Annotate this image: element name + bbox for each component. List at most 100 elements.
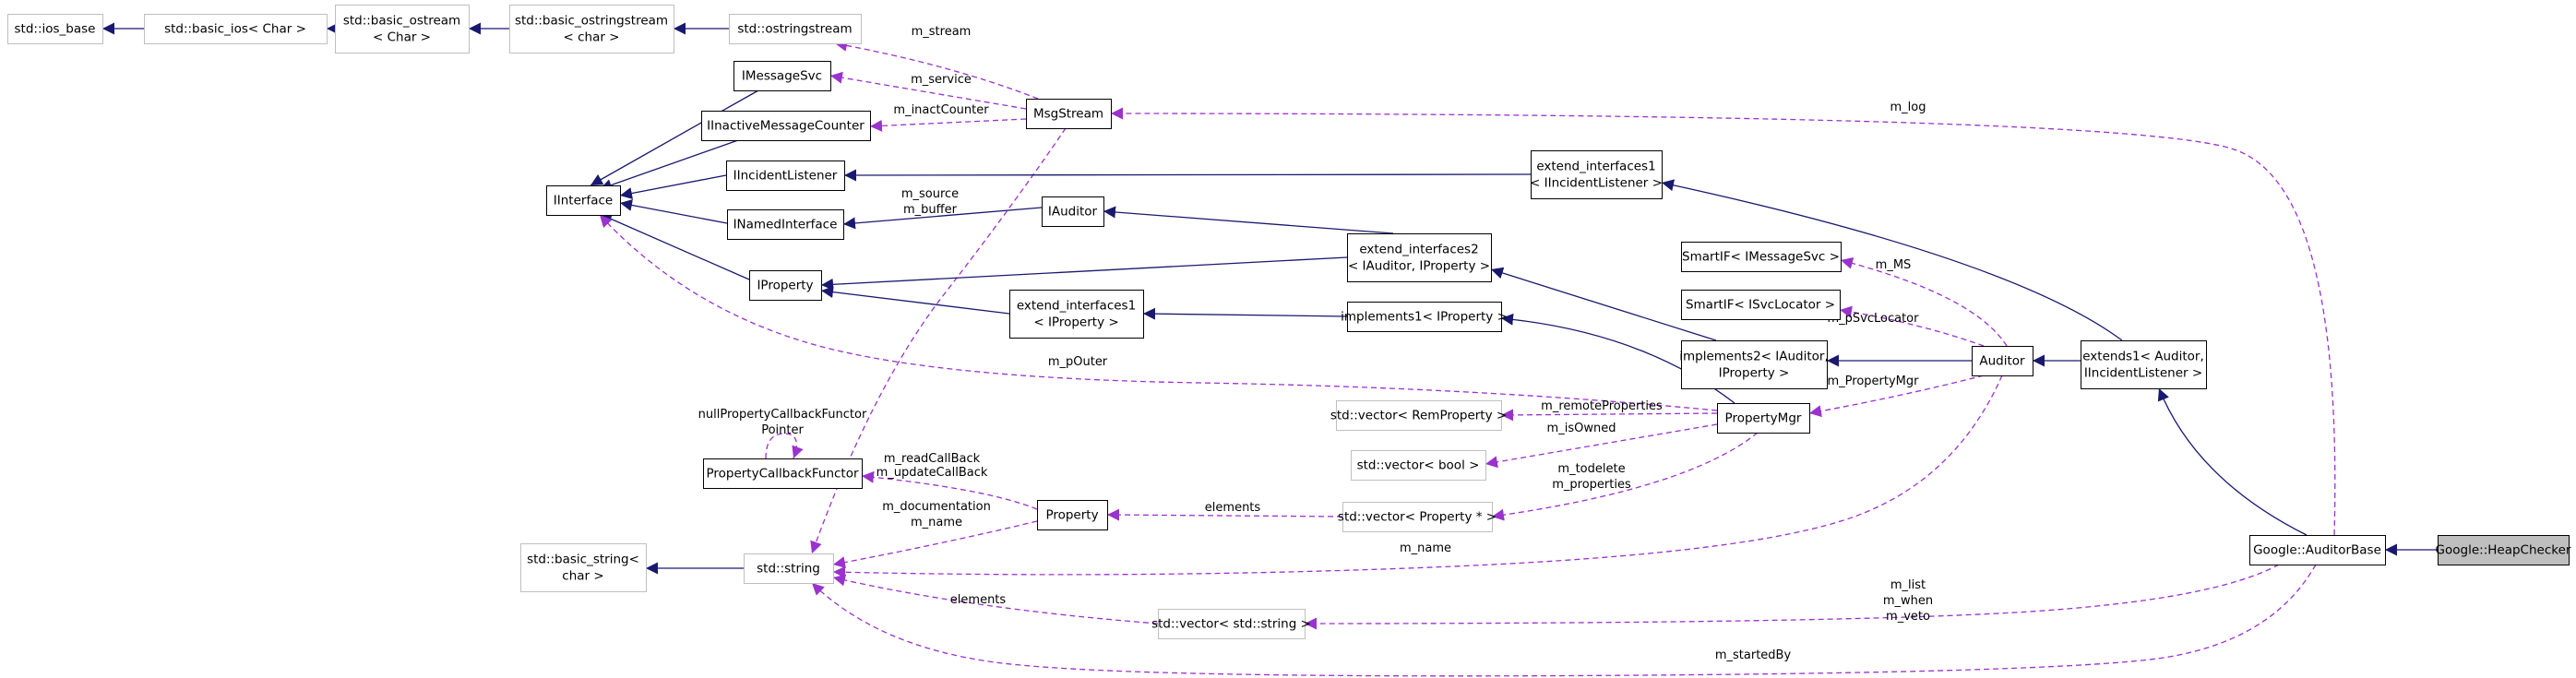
usage-edge-Auditor-to-PropertyMgr [1808, 375, 1985, 418]
class-node-vec_propptr[interactable]: std::vector< Property * > [1338, 502, 1497, 532]
inheritance-edge-AuditorBase-to-extends1 [2157, 387, 2308, 536]
class-box [2081, 340, 2207, 389]
class-node-IProperty[interactable]: IProperty [749, 270, 822, 301]
class-node-ios_base[interactable]: std::ios_base [7, 14, 103, 44]
class-node-PropertyMgr[interactable]: PropertyMgr [1717, 403, 1810, 434]
class-box [1717, 403, 1810, 434]
class-node-vec_bool[interactable]: std::vector< bool > [1351, 450, 1486, 481]
class-box [744, 553, 834, 584]
inheritance-edge-INamedInterface-to-IInterface [619, 199, 728, 224]
class-node-Auditor[interactable]: Auditor [1972, 346, 2033, 376]
class-node-IAuditor[interactable]: IAuditor [1042, 196, 1104, 227]
class-box [509, 5, 674, 54]
class-box [1351, 450, 1486, 481]
edge-label: m_MS [1876, 258, 1912, 272]
class-name: std::vector< bool > [1357, 458, 1480, 473]
class-name: PropertyCallbackFunctor [706, 467, 859, 482]
class-node-smartif_svcloc[interactable]: SmartIF< ISvcLocator > [1681, 290, 1841, 320]
class-name: MsgStream [1033, 107, 1103, 122]
class-node-ostringstream[interactable]: std::ostringstream [729, 14, 862, 44]
class-name: IIncidentListener [733, 169, 838, 184]
usage-edge-Property-to-PropertyCallbackFunctor [861, 470, 1038, 510]
class-name: IAuditor [1048, 205, 1098, 220]
edge-labels-layer: m_streamm_servicem_inactCounterm_sourcem… [698, 25, 1933, 662]
class-node-smartif_msgsvc[interactable]: SmartIF< IMessageSvc > [1681, 242, 1842, 272]
usage-edge-PropertyCallbackFunctor-to-PropertyCallbackFunctor [765, 433, 804, 459]
class-name: Auditor [1979, 354, 2025, 369]
class-box [726, 161, 845, 191]
class-name: < IIncidentListener > [1530, 176, 1663, 191]
class-node-IMessageSvc[interactable]: IMessageSvc [733, 61, 831, 91]
class-box [2438, 535, 2570, 565]
class-name: std::vector< RemProperty > [1330, 409, 1507, 423]
edge-label: m_veto [1886, 610, 1930, 624]
class-node-basic_ostream[interactable]: std::basic_ostream< Char > [335, 5, 470, 54]
class-name: extend_interfaces2 [1359, 243, 1478, 257]
class-box [1972, 346, 2033, 376]
class-node-IIncidentListener[interactable]: IIncidentListener [726, 161, 845, 191]
usage-edge-AuditorBase-to-string [811, 564, 2317, 677]
class-box [1681, 290, 1841, 320]
edge-label: m_remoteProperties [1541, 399, 1663, 413]
class-node-extends1[interactable]: extends1< Auditor,IIncidentListener > [2081, 340, 2207, 389]
class-name: < IProperty > [1033, 315, 1118, 330]
class-node-IInactiveMessageCounter[interactable]: IInactiveMessageCounter [701, 111, 871, 141]
class-name: IInterface [554, 194, 613, 208]
edge-label: m_list [1890, 578, 1926, 592]
usage-edge-Auditor-to-smartif_msgsvc [1840, 257, 2008, 347]
class-node-basic_ios[interactable]: std::basic_ios< Char > [144, 14, 328, 44]
class-box [7, 14, 103, 44]
class-box [144, 14, 328, 44]
class-node-impl1_prop[interactable]: implements1< IProperty > [1341, 302, 1508, 332]
class-box [335, 5, 470, 54]
class-box [1531, 150, 1663, 199]
inheritance-edge-IMessageSvc-to-IInterface [590, 89, 759, 186]
class-node-impl2[interactable]: implements2< IAuditor,IProperty > [1679, 340, 1829, 389]
inheritance-edge-IInactiveMessageCounter-to-IInterface [599, 139, 739, 191]
class-name: SmartIF< ISvcLocator > [1686, 298, 1835, 313]
class-name: PropertyMgr [1725, 411, 1802, 426]
class-node-PropertyCallbackFunctor[interactable]: PropertyCallbackFunctor [703, 458, 863, 489]
usage-edge-PropertyMgr-to-vec_remprop [1500, 409, 1718, 422]
edge-label: m_documentation [882, 500, 991, 514]
class-name: extends1< Auditor, [2082, 350, 2204, 364]
class-node-ext_if2[interactable]: extend_interfaces2< IAuditor, IProperty … [1347, 233, 1492, 282]
edges-layer [102, 22, 2438, 677]
class-node-MsgStream[interactable]: MsgStream [1026, 99, 1112, 129]
class-name: SmartIF< IMessageSvc > [1682, 250, 1840, 265]
class-node-basic_ostringstream[interactable]: std::basic_ostringstream< char > [509, 5, 674, 54]
class-box [1037, 500, 1108, 530]
class-box [520, 543, 647, 592]
class-name: std::ostringstream [737, 22, 852, 37]
edge-label: nullPropertyCallbackFunctor [698, 408, 867, 422]
class-name: extend_interfaces1 [1536, 160, 1655, 174]
edge-label: m_PropertyMgr [1828, 375, 1920, 388]
class-name: IInactiveMessageCounter [707, 119, 865, 134]
class-node-INamedInterface[interactable]: INamedInterface [727, 209, 844, 240]
edge-label: m_name [1400, 541, 1451, 555]
class-box [703, 458, 863, 489]
class-node-basic_string[interactable]: std::basic_string<char > [520, 543, 647, 592]
class-name: Property [1045, 508, 1098, 523]
class-node-ext_if1_incident[interactable]: extend_interfaces1 < IIncidentListener > [1530, 150, 1663, 199]
class-node-vec_remprop[interactable]: std::vector< RemProperty > [1330, 400, 1507, 431]
class-node-string[interactable]: std::string [744, 553, 834, 584]
class-box [729, 14, 862, 44]
class-node-vec_string[interactable]: std::vector< std::string > [1151, 609, 1311, 639]
class-node-HeapChecker[interactable]: Google::HeapChecker [2436, 535, 2571, 565]
class-box [1336, 400, 1502, 431]
edge-label: m_buffer [903, 203, 958, 217]
usage-edge-vec_propptr-to-Property [1106, 508, 1343, 521]
class-box [701, 111, 871, 141]
class-name: std::basic_string< [527, 553, 639, 567]
class-node-IInterface[interactable]: IInterface [546, 185, 621, 216]
class-node-AuditorBase[interactable]: Google::AuditorBase [2249, 535, 2386, 565]
edge-label: m_properties [1552, 478, 1631, 492]
usage-edge-MsgStream-to-IInactiveMessageCounter [869, 118, 1027, 132]
class-box [1342, 502, 1493, 532]
class-node-Property[interactable]: Property [1037, 500, 1108, 530]
inheritance-edge-extends1-to-ext_if1_incident [1661, 179, 2123, 341]
class-node-ext_if1_prop[interactable]: extend_interfaces1< IProperty > [1009, 290, 1144, 339]
